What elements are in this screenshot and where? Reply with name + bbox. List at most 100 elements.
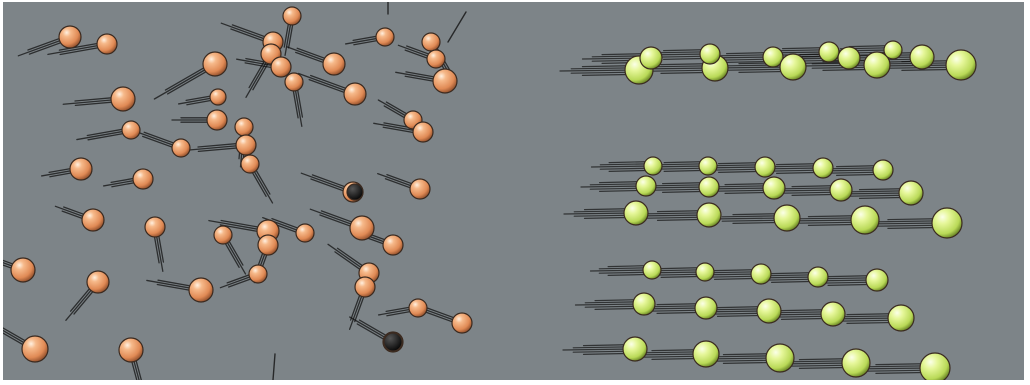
green-particle — [698, 156, 718, 176]
orange-particle — [86, 270, 110, 294]
orange-particle — [409, 178, 431, 200]
green-particle — [765, 343, 795, 373]
orange-particle — [234, 117, 254, 137]
motion-streak — [761, 278, 816, 281]
orange-particle — [408, 298, 428, 318]
motion-streak — [835, 173, 881, 176]
motion-streak — [646, 305, 704, 308]
orange-particle — [432, 68, 458, 94]
motion-streak — [646, 212, 707, 215]
motion-streak — [656, 311, 704, 314]
orange-particle — [322, 52, 346, 76]
motion-streak — [791, 185, 839, 188]
orange-particle — [282, 6, 302, 26]
motion-streak — [848, 44, 891, 48]
motion-streak — [721, 219, 784, 222]
orange-particle — [426, 49, 446, 69]
motion-streak — [601, 52, 649, 56]
motion-streak — [646, 309, 704, 312]
motion-streak — [826, 167, 881, 170]
motion-streak — [654, 163, 706, 166]
green-particle — [945, 49, 977, 81]
motion-streak — [663, 169, 706, 172]
motion-streak — [863, 369, 932, 372]
green-particle — [779, 53, 807, 81]
green-particle — [635, 175, 657, 197]
motion-streak — [649, 69, 712, 72]
dark-particle — [383, 332, 403, 352]
motion-streak — [710, 217, 784, 220]
motion-streak — [781, 187, 839, 190]
orange-particle — [209, 88, 227, 106]
motion-streak — [661, 182, 707, 185]
orange-particle — [188, 277, 214, 303]
green-particle — [865, 268, 889, 292]
orange-particle — [81, 208, 105, 232]
motion-streak — [800, 64, 874, 67]
green-particle — [695, 262, 715, 282]
orange-particle — [375, 27, 395, 47]
motion-streak — [716, 58, 771, 61]
motion-streak — [653, 55, 708, 58]
motion-streak — [559, 69, 636, 72]
motion-streak — [589, 269, 650, 272]
motion-streak — [607, 273, 650, 276]
orange-particle — [421, 32, 441, 52]
motion-streak — [570, 71, 636, 74]
orange-particle — [132, 168, 154, 190]
motion-streak — [796, 221, 862, 224]
motion-streak — [781, 46, 827, 50]
orange-particle — [412, 121, 434, 143]
green-particle — [931, 207, 963, 239]
motion-streak — [562, 348, 633, 351]
motion-streak — [817, 281, 875, 284]
orange-particle — [343, 82, 367, 106]
motion-streak — [770, 280, 816, 283]
motion-streak — [770, 272, 816, 275]
motion-streak — [660, 275, 703, 278]
motion-streak — [598, 271, 650, 274]
motion-streak — [590, 165, 651, 168]
green-particle — [639, 46, 663, 70]
motion-streak — [781, 191, 839, 194]
orange-particle — [110, 86, 136, 112]
orange-particle — [121, 120, 141, 140]
motion-streak — [662, 57, 708, 61]
green-particle — [837, 46, 861, 70]
green-particle — [643, 156, 663, 176]
orange-particle — [69, 157, 93, 181]
orange-particle — [171, 138, 191, 158]
motion-streak — [662, 48, 708, 52]
motion-streak — [791, 193, 839, 196]
motion-streak — [594, 307, 642, 310]
orange-particle — [235, 134, 257, 156]
motion-streak — [835, 315, 898, 318]
green-particle — [756, 298, 782, 324]
motion-streak — [848, 194, 909, 197]
motion-streak — [706, 312, 767, 315]
motion-streak — [570, 67, 636, 70]
orange-particle — [284, 72, 304, 92]
green-particle — [750, 263, 772, 285]
motion-streak — [572, 346, 633, 349]
motion-streak — [608, 169, 651, 172]
motion-streak — [594, 299, 642, 302]
render-scene — [3, 2, 1024, 380]
motion-streak — [660, 267, 703, 270]
motion-streak — [651, 273, 703, 276]
orange-particle — [118, 337, 144, 363]
motion-streak — [272, 353, 276, 380]
motion-streak — [796, 217, 862, 220]
motion-streak — [724, 191, 772, 194]
green-particle — [919, 352, 951, 380]
green-particle — [762, 46, 784, 68]
orange-particle — [257, 234, 279, 256]
motion-streak — [708, 168, 763, 171]
motion-streak — [598, 267, 650, 270]
orange-particle — [58, 25, 82, 49]
motion-streak — [656, 303, 704, 306]
green-particle — [807, 266, 829, 288]
motion-streak — [713, 277, 759, 280]
motion-streak — [599, 167, 651, 170]
orange-particle — [10, 257, 36, 283]
